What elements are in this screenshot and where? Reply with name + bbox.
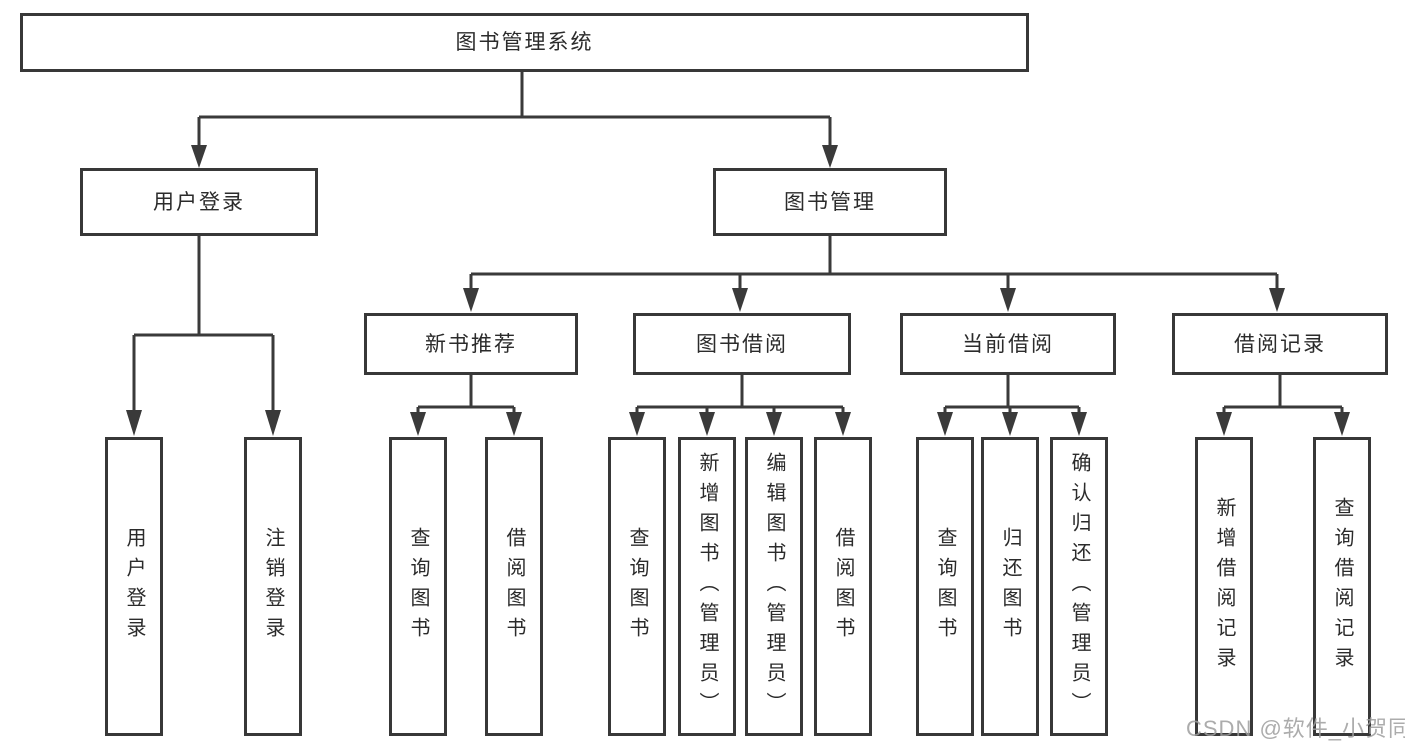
- edge-user-login-to-children: [126, 236, 281, 436]
- node-new-book-recommend: 新书推荐: [364, 313, 578, 375]
- node-borrow-record-label: 借阅记录: [1234, 332, 1326, 356]
- edge-borrow-record-to-children: [1216, 375, 1350, 436]
- leaf-add-books-admin: 新增图书（管理员）: [678, 437, 736, 736]
- leaf-logout-label: 注销登录: [262, 526, 284, 647]
- node-root-system-label: 图书管理系统: [455, 31, 594, 54]
- leaf-confirm-return-admin-label: 确认归还（管理员）: [1068, 451, 1090, 722]
- leaf-user-login-label: 用户登录: [123, 526, 145, 647]
- leaf-logout: 注销登录: [244, 437, 302, 736]
- node-borrow-record: 借阅记录: [1172, 313, 1388, 375]
- csdn-watermark: CSDN @软件_小贺同学: [1186, 716, 1405, 741]
- node-current-borrow: 当前借阅: [900, 313, 1116, 375]
- leaf-query-books-current: 查询图书: [916, 437, 974, 736]
- node-user-login-label: 用户登录: [153, 190, 245, 214]
- leaf-edit-books-admin-label: 编辑图书（管理员）: [763, 451, 785, 722]
- leaf-query-borrow-record-label: 查询借阅记录: [1331, 496, 1353, 677]
- leaf-borrow-books: 借阅图书: [814, 437, 872, 736]
- leaf-query-books-current-label: 查询图书: [934, 526, 956, 647]
- leaf-edit-books-admin: 编辑图书（管理员）: [745, 437, 803, 736]
- leaf-query-borrow-record: 查询借阅记录: [1313, 437, 1371, 736]
- leaf-borrow-books-recommend-label: 借阅图书: [503, 526, 525, 647]
- leaf-return-books: 归还图书: [981, 437, 1039, 736]
- leaf-borrow-books-label: 借阅图书: [832, 526, 854, 647]
- leaf-query-books-recommend: 查询图书: [389, 437, 447, 736]
- edge-root-to-level2: [191, 72, 838, 168]
- node-book-borrow-label: 图书借阅: [696, 332, 788, 356]
- leaf-borrow-books-recommend: 借阅图书: [485, 437, 543, 736]
- leaf-add-borrow-record: 新增借阅记录: [1195, 437, 1253, 736]
- leaf-confirm-return-admin: 确认归还（管理员）: [1050, 437, 1108, 736]
- node-current-borrow-label: 当前借阅: [962, 332, 1054, 356]
- node-book-management: 图书管理: [713, 168, 947, 236]
- leaf-return-books-label: 归还图书: [999, 526, 1021, 647]
- edge-book-borrow-to-children: [629, 375, 851, 436]
- node-user-login: 用户登录: [80, 168, 318, 236]
- leaf-add-borrow-record-label: 新增借阅记录: [1213, 496, 1235, 677]
- node-book-borrow: 图书借阅: [633, 313, 851, 375]
- node-new-book-recommend-label: 新书推荐: [425, 332, 517, 356]
- leaf-query-books-borrow-label: 查询图书: [626, 526, 648, 647]
- edge-book-management-to-level3: [463, 236, 1285, 312]
- leaf-query-books-recommend-label: 查询图书: [407, 526, 429, 647]
- edge-current-borrow-to-children: [937, 375, 1087, 436]
- node-root-system: 图书管理系统: [20, 13, 1029, 72]
- node-book-management-label: 图书管理: [784, 190, 876, 214]
- leaf-query-books-borrow: 查询图书: [608, 437, 666, 736]
- leaf-user-login: 用户登录: [105, 437, 163, 736]
- edge-new-book-recommend-to-children: [410, 375, 522, 436]
- leaf-add-books-admin-label: 新增图书（管理员）: [696, 451, 718, 722]
